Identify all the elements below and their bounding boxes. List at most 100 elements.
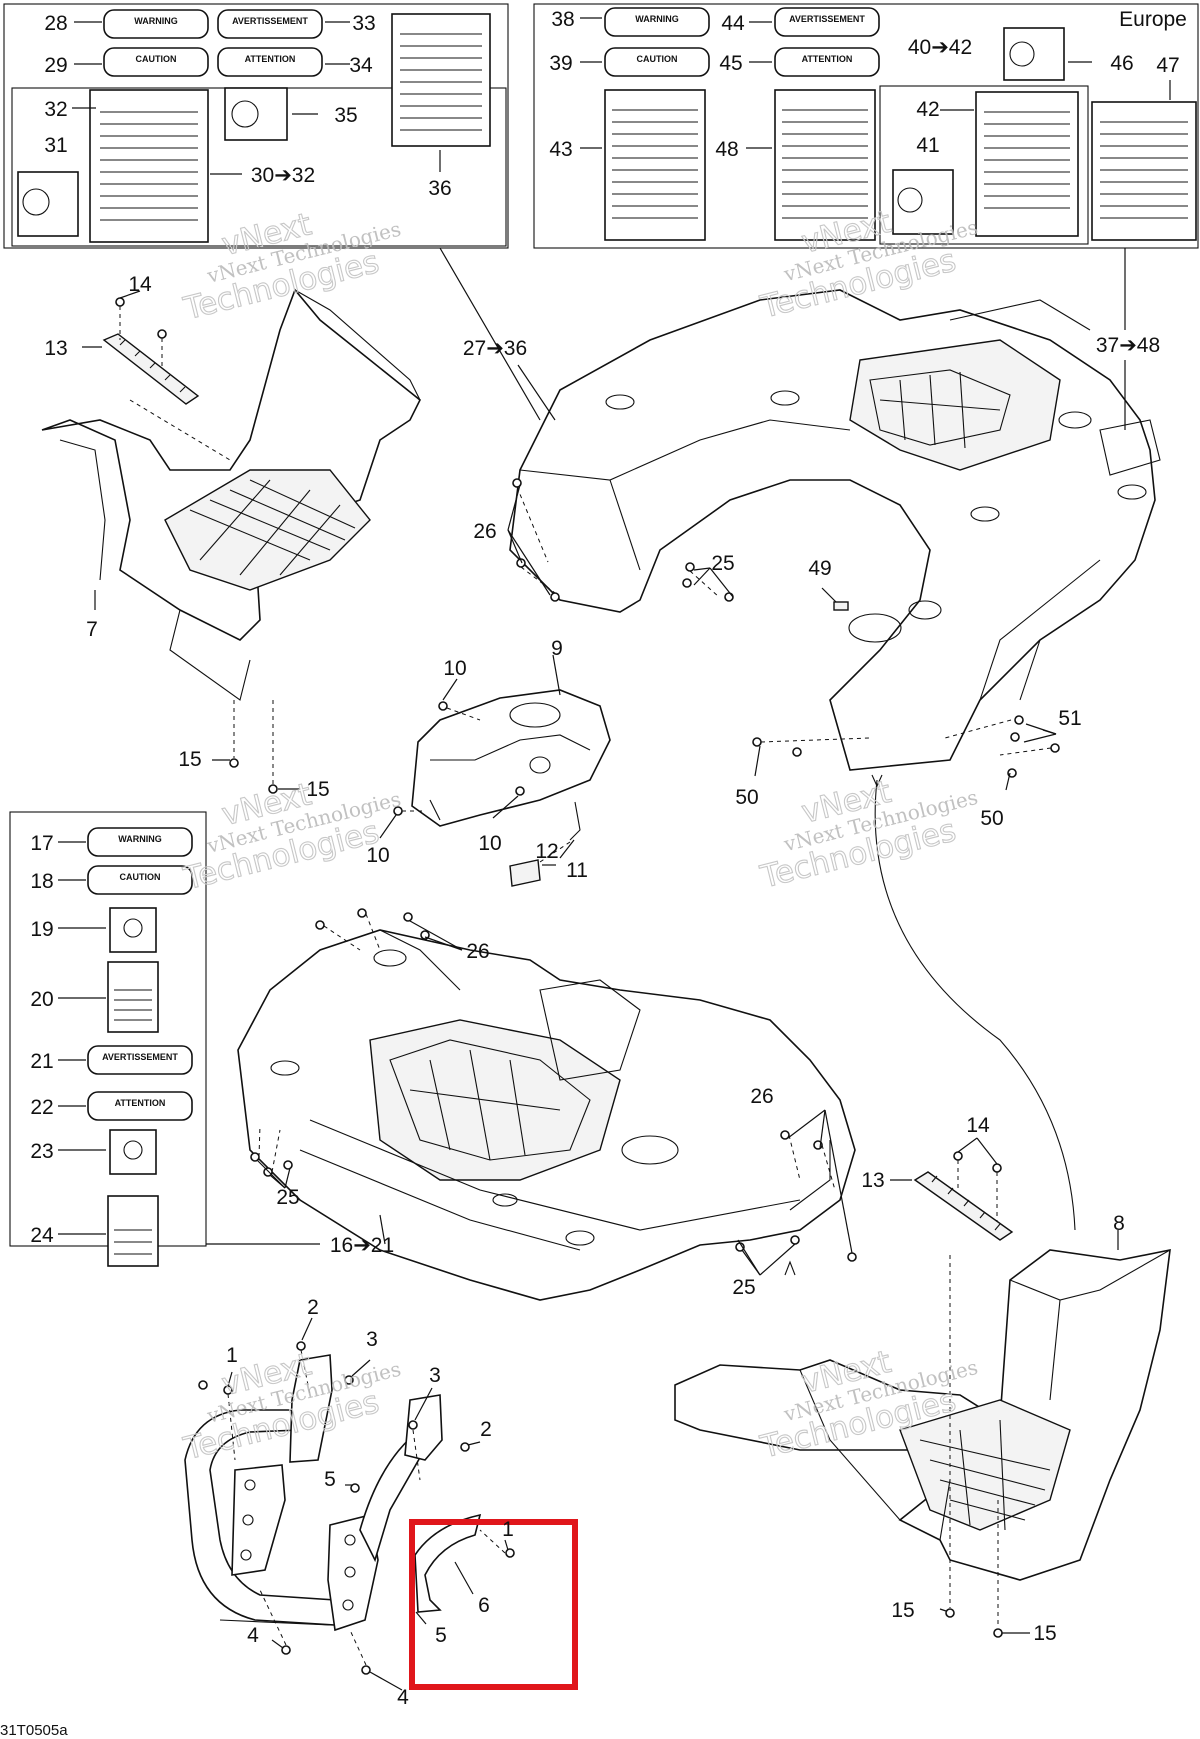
decal-32 xyxy=(89,89,209,243)
decal-47 xyxy=(1091,101,1197,241)
callout-43: 43 xyxy=(549,138,572,161)
callout-45: 45 xyxy=(719,52,742,75)
callout-15-left-b: 15 xyxy=(306,778,329,801)
decal-35 xyxy=(224,87,288,141)
callout-30-32: 30➔32 xyxy=(251,164,315,187)
decal-48 xyxy=(774,89,876,241)
callout-27-36: 27➔36 xyxy=(463,337,527,360)
decal-38-text: WARNING xyxy=(635,14,679,24)
right-footwell xyxy=(674,1137,1171,1638)
callout-40-42: 40➔42 xyxy=(908,36,972,59)
decal-36 xyxy=(391,13,491,147)
callout-16-21: 16➔21 xyxy=(330,1234,394,1257)
callout-24: 24 xyxy=(30,1224,54,1247)
callout-12: 12 xyxy=(535,840,558,863)
callout-10-top: 10 xyxy=(443,657,466,680)
callout-23: 23 xyxy=(30,1140,53,1163)
callout-1-right: 1 xyxy=(502,1518,514,1541)
callout-50-right: 50 xyxy=(980,807,1003,830)
callout-15-bottom-right: 15 xyxy=(1033,1622,1056,1645)
callout-19: 19 xyxy=(30,918,53,941)
callout-13-top: 13 xyxy=(44,337,67,360)
callout-22: 22 xyxy=(30,1096,53,1119)
decal-39 xyxy=(604,47,710,77)
drawing-code: 31T0505a xyxy=(0,1722,68,1739)
callout-10-mid: 10 xyxy=(478,832,501,855)
callout-7: 7 xyxy=(86,618,98,641)
decal-29 xyxy=(103,47,209,77)
callout-15-bottom-left: 15 xyxy=(891,1599,914,1622)
callout-4-left: 4 xyxy=(247,1624,259,1647)
front-fender xyxy=(237,908,857,1301)
decal-34 xyxy=(217,47,323,77)
callout-20: 20 xyxy=(30,988,53,1011)
callout-26-top: 26 xyxy=(473,520,496,543)
decal-23 xyxy=(109,1129,157,1175)
callout-1-left: 1 xyxy=(226,1344,238,1367)
callout-6: 6 xyxy=(478,1594,490,1617)
callout-25-left: 25 xyxy=(276,1186,299,1209)
callout-39: 39 xyxy=(549,52,572,75)
decal-45-text: ATTENTION xyxy=(802,54,853,64)
callout-26-right: 26 xyxy=(750,1085,773,1108)
callout-37-48: 37➔48 xyxy=(1096,334,1160,357)
callout-44: 44 xyxy=(721,12,745,35)
decal-22-text: ATTENTION xyxy=(115,1098,166,1108)
watermark-group: vNext vNext Technologies Technologies vN… xyxy=(179,203,980,1468)
callout-17: 17 xyxy=(30,832,53,855)
left-footwell xyxy=(41,288,422,794)
decal-20 xyxy=(107,961,159,1033)
decal-41 xyxy=(892,169,954,235)
rear-fender xyxy=(439,247,1161,1231)
callout-32: 32 xyxy=(44,98,67,121)
decal-group-right: WARNING CAUTION AVERTISSEMENT ATTENTION xyxy=(533,3,1199,249)
callout-34: 34 xyxy=(349,54,373,77)
decal-22 xyxy=(87,1091,193,1121)
callout-11: 11 xyxy=(566,859,588,882)
decal-group-left: WARNING CAUTION AVERTISSEMENT ATTENTION xyxy=(3,3,509,249)
decal-33 xyxy=(217,9,323,39)
decal-28-text: WARNING xyxy=(134,16,178,26)
callout-2-left: 2 xyxy=(307,1296,319,1319)
callout-5-top: 5 xyxy=(324,1468,336,1491)
callout-13-bottom: 13 xyxy=(861,1169,884,1192)
callout-4-bottom: 4 xyxy=(397,1686,409,1709)
callout-25-top: 25 xyxy=(711,552,734,575)
callout-labels: 28 29 32 31 30➔32 33 34 35 36 38 39 43 4… xyxy=(0,8,1187,1739)
callout-33: 33 xyxy=(352,12,375,35)
decal-45 xyxy=(774,47,880,77)
callout-8: 8 xyxy=(1113,1212,1125,1235)
callout-50-left: 50 xyxy=(735,786,758,809)
decal-31 xyxy=(17,171,79,237)
decal-19 xyxy=(109,907,157,953)
decal-39-text: CAUTION xyxy=(637,54,678,64)
callout-49: 49 xyxy=(808,557,831,580)
decal-21-text: AVERTISSEMENT xyxy=(102,1052,178,1062)
decal-34-text: ATTENTION xyxy=(245,54,296,64)
callout-26-mid: 26 xyxy=(466,940,489,963)
decal-18 xyxy=(87,865,193,895)
decal-21 xyxy=(87,1045,193,1075)
decal-24 xyxy=(107,1195,159,1267)
callout-10-left: 10 xyxy=(366,844,389,867)
callout-9: 9 xyxy=(551,637,563,660)
region-label: Europe xyxy=(1119,8,1187,31)
callout-46: 46 xyxy=(1110,52,1133,75)
decal-42 xyxy=(975,91,1079,237)
callout-31: 31 xyxy=(44,134,67,157)
callout-28: 28 xyxy=(44,12,67,35)
decal-17-text: WARNING xyxy=(118,834,162,844)
decal-44 xyxy=(774,7,880,37)
callout-42: 42 xyxy=(916,98,939,121)
decal-44-text: AVERTISSEMENT xyxy=(789,14,865,24)
callout-35: 35 xyxy=(334,104,357,127)
callout-18: 18 xyxy=(30,870,53,893)
callout-5-bottom: 5 xyxy=(435,1624,447,1647)
callout-38: 38 xyxy=(551,8,574,31)
decal-28 xyxy=(103,9,209,39)
callout-14-top: 14 xyxy=(128,273,152,296)
callout-15-left: 15 xyxy=(178,748,201,771)
callout-41: 41 xyxy=(916,134,939,157)
callout-3-left: 3 xyxy=(366,1328,378,1351)
